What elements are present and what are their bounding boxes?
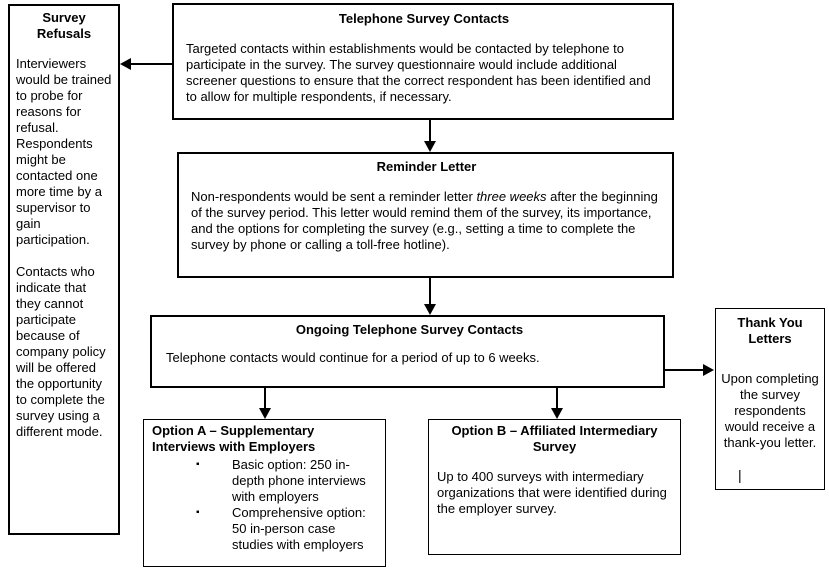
arrowhead-down-icon (424, 304, 436, 315)
ongoing-contacts-title: Ongoing Telephone Survey Contacts (295, 322, 524, 337)
survey-refusals-paragraph-2: Contacts who indicate that they cannot p… (16, 264, 106, 439)
survey-refusals-paragraph-1: Interviewers would be trained to probe f… (16, 56, 112, 247)
connector-line-reminder-to-ongoing (429, 277, 431, 304)
connector-line-tel-to-reminder (429, 119, 431, 142)
option-a-title: Option A – Supplementary Interviews with… (152, 423, 316, 454)
reminder-letter-title: Reminder Letter (376, 159, 477, 174)
square-bullet-icon: ▪ (196, 507, 200, 518)
box-thank-you-letters: Thank You Letters Upon completing the su… (715, 308, 825, 490)
thank-you-title: Thank You Letters (737, 315, 803, 346)
box-reminder-letter: Reminder Letter Non-respondents would be… (177, 152, 674, 278)
box-telephone-survey-contacts: Telephone Survey Contacts Targeted conta… (172, 3, 674, 120)
reminder-body-before: Non-respondents would be sent a reminder… (191, 189, 477, 204)
box-option-b: Option B – Affiliated Intermediary Surve… (428, 419, 681, 555)
arrowhead-down-icon (424, 141, 436, 152)
text-cursor-artifact: | (738, 467, 742, 483)
arrowhead-down-icon (551, 408, 563, 419)
connector-line-ongoing-to-option-b (556, 387, 558, 408)
ongoing-contacts-body: Telephone contacts would continue for a … (166, 350, 540, 365)
connector-line-to-refusals (130, 63, 172, 65)
box-option-a: Option A – Supplementary Interviews with… (143, 419, 386, 567)
telephone-contacts-body: Targeted contacts within establishments … (186, 41, 651, 104)
option-a-bullet-2: ▪ Comprehensive option: 50 in-person cas… (152, 505, 379, 553)
survey-refusals-title: Survey Refusals (36, 10, 92, 41)
square-bullet-icon: ▪ (196, 459, 200, 470)
reminder-body-after: after the beginning of the survey period… (191, 189, 658, 252)
connector-line-ongoing-to-option-a (264, 387, 266, 408)
option-a-bullet-list: ▪ Basic option: 250 in-depth phone inter… (152, 457, 379, 553)
option-a-bullet-1-text: Basic option: 250 in-depth phone intervi… (232, 457, 366, 504)
telephone-contacts-title: Telephone Survey Contacts (338, 11, 510, 26)
option-b-body: Up to 400 surveys with intermediary orga… (437, 469, 667, 516)
option-b-title: Option B – Affiliated Intermediary Surve… (451, 423, 658, 454)
option-a-bullet-1: ▪ Basic option: 250 in-depth phone inter… (152, 457, 379, 505)
connector-line-ongoing-to-thankyou (664, 369, 703, 371)
reminder-letter-body: Non-respondents would be sent a reminder… (191, 189, 662, 253)
arrowhead-left-icon (120, 58, 131, 70)
arrowhead-right-icon (703, 364, 714, 376)
reminder-body-italic: three weeks (476, 189, 547, 204)
arrowhead-down-icon (259, 408, 271, 419)
box-ongoing-contacts: Ongoing Telephone Survey Contacts Teleph… (150, 315, 665, 388)
option-a-bullet-2-text: Comprehensive option: 50 in-person case … (232, 505, 366, 552)
thank-you-body: Upon completing the survey respondents w… (721, 371, 819, 450)
box-survey-refusals: Survey Refusals Interviewers would be tr… (8, 4, 120, 535)
